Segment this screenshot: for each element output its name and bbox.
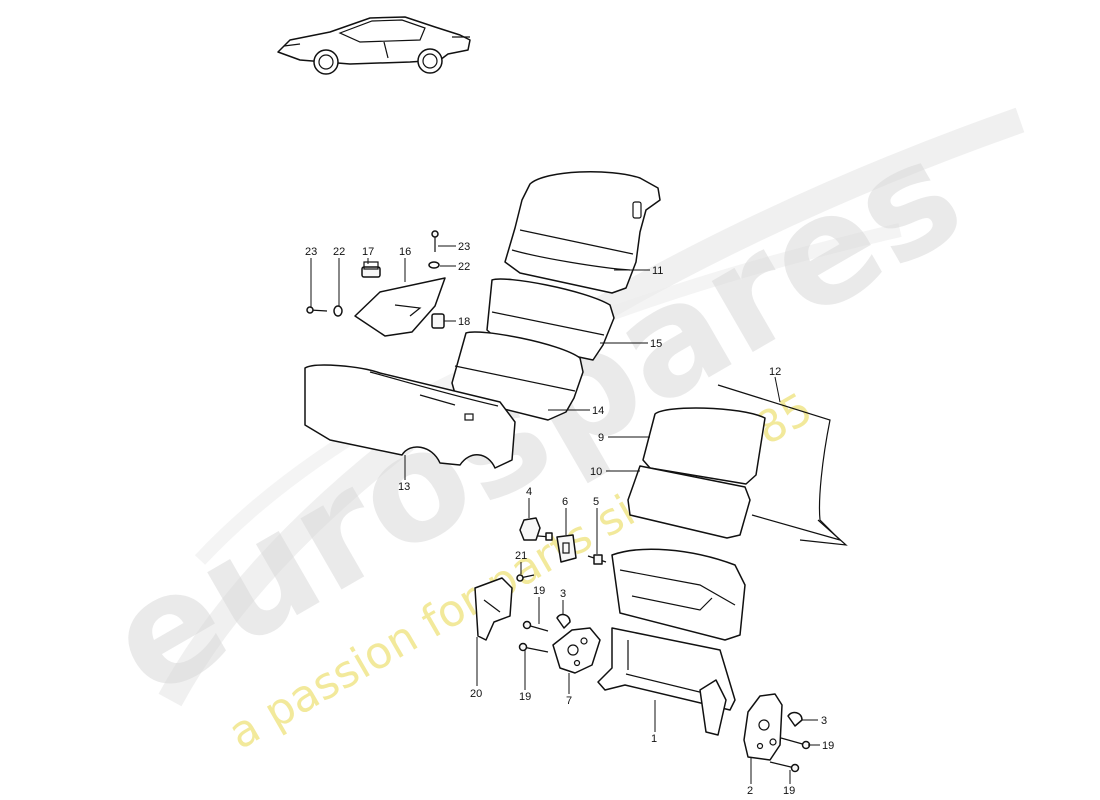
- screw-19-right-upper: [780, 737, 811, 750]
- callout-17: 17: [362, 246, 374, 258]
- callout-21: 21: [515, 550, 527, 562]
- part-1-seat-frame: [597, 548, 746, 736]
- part-9-rear-backrest: [642, 407, 766, 485]
- callout-5: 5: [593, 496, 599, 508]
- leader-lines: [310, 245, 820, 784]
- part-5-pin: [587, 554, 607, 565]
- leader-12: [774, 376, 781, 403]
- screw-23-top: [431, 230, 439, 252]
- callout-23-left: 23: [305, 246, 317, 258]
- callout-6: 6: [562, 496, 568, 508]
- part-4-knob: [519, 517, 553, 541]
- callout-15: 15: [650, 338, 662, 350]
- callout-20: 20: [470, 688, 482, 700]
- car-illustration: [277, 16, 471, 75]
- callout-12: 12: [769, 366, 781, 378]
- callout-11: 11: [652, 265, 663, 277]
- callout-3a: 3: [560, 588, 566, 600]
- callout-13: 13: [398, 481, 410, 493]
- part-10-rear-cushion: [627, 465, 751, 539]
- part-6-catch: [556, 534, 577, 563]
- part-18-fastener: [431, 313, 445, 329]
- part-3-clip-left: [556, 613, 571, 629]
- part-17-clip: [361, 261, 381, 278]
- callout-labels: 11 15 14 13 16 17 18 23 22 23 22 9 10 12…: [305, 241, 834, 797]
- part-2-hinge: [743, 693, 783, 761]
- callout-2: 2: [747, 785, 753, 797]
- part-12-panel: [717, 384, 848, 546]
- callout-22-top: 22: [458, 261, 470, 273]
- part-21-screw: [516, 574, 535, 582]
- callout-14: 14: [592, 405, 604, 417]
- callout-19d: 19: [783, 785, 795, 797]
- screw-19-right-lower: [769, 761, 800, 773]
- callout-18: 18: [458, 316, 470, 328]
- callout-1: 1: [651, 733, 657, 745]
- callout-4: 4: [526, 486, 532, 498]
- callout-19b: 19: [519, 691, 531, 703]
- callout-3b: 3: [821, 715, 827, 727]
- callout-22-left: 22: [333, 246, 345, 258]
- screw-19-upper-left: [522, 620, 549, 632]
- part-16-trim-panel: [354, 277, 446, 337]
- callout-16: 16: [399, 246, 411, 258]
- screw-23-left: [306, 306, 328, 314]
- part-11-seat-back: [504, 171, 661, 294]
- callout-19a: 19: [533, 585, 545, 597]
- callout-7: 7: [566, 695, 572, 707]
- washer-22-top: [428, 261, 440, 269]
- callout-19c: 19: [822, 740, 834, 752]
- part-3-clip-right: [787, 711, 803, 727]
- washer-22-left: [333, 305, 343, 317]
- callout-10: 10: [590, 466, 602, 478]
- part-7-hinge: [552, 627, 601, 674]
- callout-9: 9: [598, 432, 604, 444]
- part-13-seat-base: [304, 364, 516, 469]
- callout-23-top: 23: [458, 241, 470, 253]
- screw-19-lower-left: [518, 642, 549, 653]
- part-20-bracket: [474, 577, 513, 641]
